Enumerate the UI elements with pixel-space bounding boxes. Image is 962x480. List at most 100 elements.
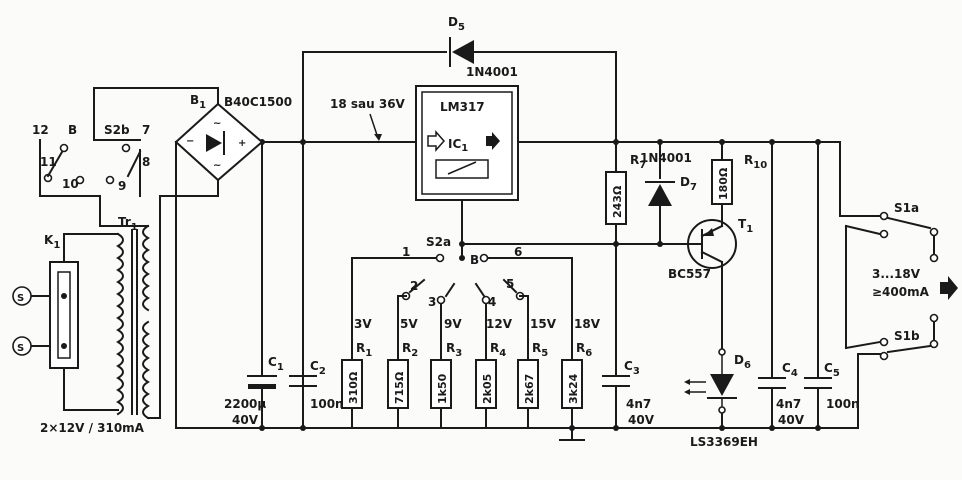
r10-ref: R10 bbox=[744, 153, 767, 171]
s2b-contact bbox=[75, 175, 85, 185]
s2b-pos-8: 8 bbox=[142, 155, 150, 169]
s2b-contact bbox=[121, 143, 131, 153]
s2b-lever-2 bbox=[126, 150, 142, 178]
capacitor-c4: C4 4n7 40V bbox=[758, 361, 805, 427]
s1b-contact bbox=[929, 339, 939, 349]
r10-value: 180Ω bbox=[717, 167, 730, 200]
output-current: ≥400mA bbox=[872, 285, 930, 299]
s2b-lever-1 bbox=[46, 150, 64, 178]
s2b-pos-7: 7 bbox=[142, 123, 150, 137]
r6-voltage: 18V bbox=[574, 317, 601, 331]
transformer-tr1: Tr1 2×12V / 310mA bbox=[40, 215, 150, 435]
resistor-r5: 15V R5 2k67 bbox=[517, 317, 557, 409]
k1-pin bbox=[61, 293, 67, 299]
wire-bridge-bottom bbox=[159, 179, 219, 197]
s2a-contact-4 bbox=[481, 295, 491, 305]
resistor-r7: 243Ω R7 bbox=[605, 153, 646, 225]
transformer-rating: 2×12V / 310mA bbox=[40, 421, 145, 435]
r6-value: 3k24 bbox=[567, 373, 580, 404]
capacitor-c5: C5 100n bbox=[804, 361, 860, 411]
wire-bridge-top bbox=[93, 87, 219, 105]
s2a-pos-5: 5 bbox=[506, 277, 514, 291]
s1b-contact bbox=[879, 351, 889, 361]
t1-part: BC557 bbox=[668, 267, 711, 281]
wire-d5-right bbox=[473, 51, 617, 143]
wire-k1-top bbox=[63, 233, 119, 263]
mains-plug-1 bbox=[12, 286, 32, 306]
c1-value: 2200µ bbox=[224, 397, 266, 411]
c4-ref: C4 bbox=[782, 361, 798, 379]
t1-ref: T1 bbox=[738, 217, 753, 235]
r2-value: 715Ω bbox=[393, 371, 406, 404]
ic1-ref: IC1 bbox=[448, 137, 468, 154]
r5-value: 2k67 bbox=[523, 374, 536, 404]
bridge-b1: − + ~ ~ B1 B40C1500 bbox=[174, 93, 292, 182]
tr1-secondary-1 bbox=[142, 224, 150, 312]
c1-voltage: 40V bbox=[232, 413, 259, 427]
c5-value: 100n bbox=[826, 397, 860, 411]
s1b-contact bbox=[879, 337, 889, 347]
bridge-b1-diode bbox=[206, 134, 222, 152]
r2-voltage: 5V bbox=[400, 317, 418, 331]
k1-body bbox=[49, 261, 79, 369]
r7-ref: R7 bbox=[630, 153, 646, 171]
junction bbox=[657, 241, 663, 247]
d7-body bbox=[648, 184, 672, 206]
s2b-pos-12: 12 bbox=[32, 123, 49, 137]
b1-part: B40C1500 bbox=[224, 95, 292, 109]
r3-value: 1k50 bbox=[436, 373, 449, 404]
r10-body bbox=[711, 159, 733, 205]
mains-plug-2 bbox=[12, 336, 32, 356]
k1-pin bbox=[61, 343, 67, 349]
junction bbox=[719, 425, 725, 431]
junction bbox=[815, 139, 821, 145]
s2a-pos-1: 1 bbox=[402, 245, 410, 259]
s2a-pos-2: 2 bbox=[410, 279, 418, 293]
c4-value: 4n7 bbox=[776, 397, 801, 411]
wire-s2b-common bbox=[93, 87, 141, 141]
d6-light-arrow-2 bbox=[684, 389, 690, 395]
c4-voltage: 40V bbox=[778, 413, 805, 427]
s2a-lever-4 bbox=[474, 282, 486, 298]
s2a-lever-5 bbox=[502, 278, 518, 294]
k1-inner bbox=[57, 271, 71, 359]
plug-symbol-2: S bbox=[17, 343, 24, 354]
c3-value: 4n7 bbox=[626, 397, 651, 411]
capacitor-c3: C3 4n7 40V bbox=[602, 359, 655, 427]
resistor-r2: 5V R2 715Ω bbox=[387, 317, 418, 409]
c5-ref: C5 bbox=[824, 361, 840, 379]
t1-collector bbox=[700, 250, 724, 264]
switch-s1: S1a S1b 3...18V ≥400mA bbox=[844, 201, 958, 361]
s1a-link bbox=[844, 224, 882, 236]
ic1-in-arrow bbox=[427, 130, 446, 152]
resistor-r6: 18V R6 3k24 bbox=[561, 317, 601, 409]
d6-light-arrow-1 bbox=[684, 379, 690, 385]
c1-plate-2 bbox=[248, 384, 276, 389]
junction bbox=[815, 425, 821, 431]
junction bbox=[259, 425, 265, 431]
junction bbox=[719, 139, 725, 145]
d7-ref: D7 bbox=[680, 175, 697, 193]
s2a-contact-1 bbox=[435, 253, 445, 263]
junction bbox=[459, 241, 465, 247]
c2-ref: C2 bbox=[310, 359, 326, 377]
c3-ref: C3 bbox=[624, 359, 640, 377]
junction bbox=[657, 139, 663, 145]
led-d6: D6 LS3369EH bbox=[684, 348, 758, 449]
s1a-lever bbox=[886, 216, 932, 230]
r4-voltage: 12V bbox=[486, 317, 513, 331]
ic1-part: LM317 bbox=[440, 100, 485, 114]
junction bbox=[569, 425, 575, 431]
wire-r6 bbox=[483, 257, 573, 331]
d6-pin bbox=[718, 348, 726, 356]
s2b-contact bbox=[59, 143, 69, 153]
ic1-adj-arrow bbox=[447, 161, 477, 175]
wire-s1b bbox=[857, 353, 885, 429]
t1-arrow bbox=[704, 228, 714, 236]
t1-body bbox=[687, 219, 737, 269]
d5-part: 1N4001 bbox=[466, 65, 518, 79]
r7-value: 243Ω bbox=[611, 185, 624, 218]
c2-value: 100n bbox=[310, 397, 344, 411]
s2b-pos-b: B bbox=[68, 123, 77, 137]
